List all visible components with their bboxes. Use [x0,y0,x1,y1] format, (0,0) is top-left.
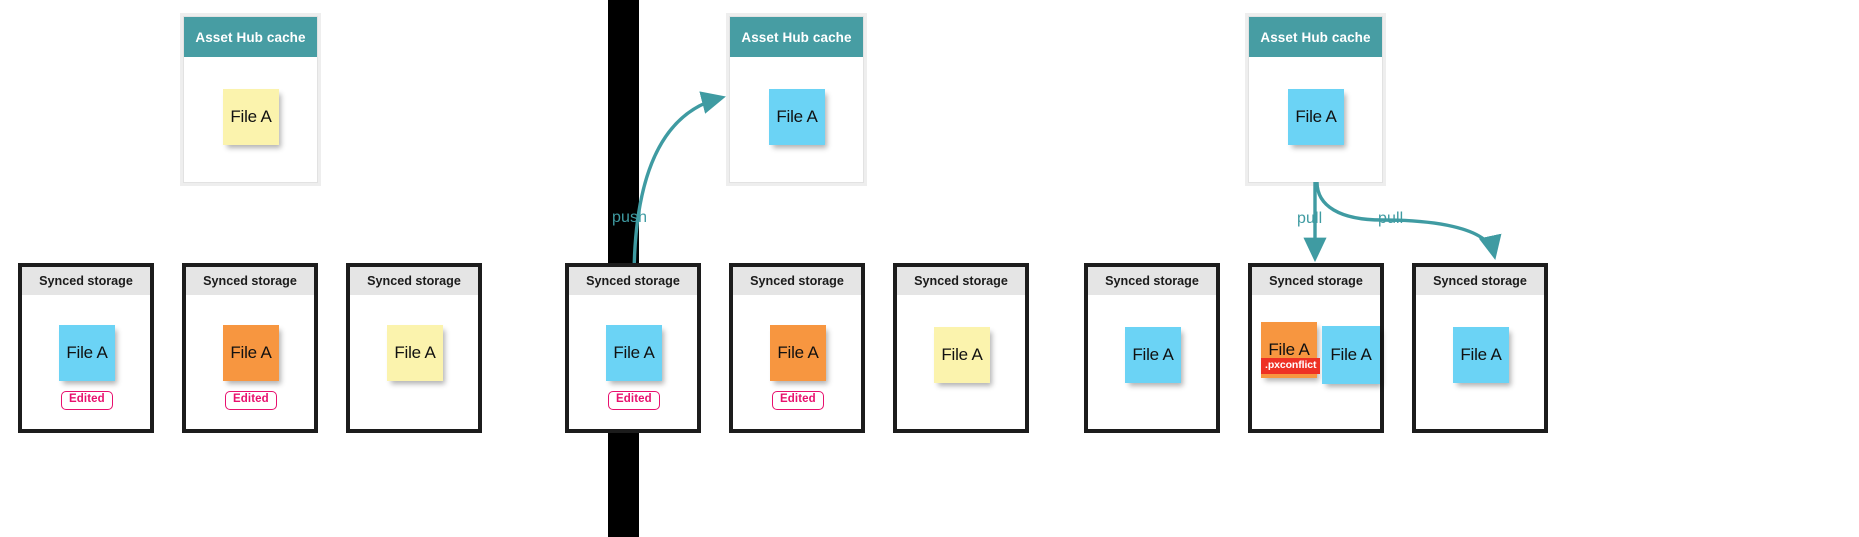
panel-1-store-3-title: Synced storage [350,267,478,295]
panel-1-store-2-title: Synced storage [186,267,314,295]
panel-2-store-1-title: Synced storage [569,267,697,295]
panel-2-store-2-title: Synced storage [733,267,861,295]
panel-2-hub-body: File A [730,57,863,183]
panel-1-synced-storage-2: Synced storage File A Edited [182,263,318,433]
panel-2-store-1-body: File A Edited [569,295,697,429]
panel-3-pull-label-left: pull [1297,210,1323,227]
panel-3-store-1-body: File A [1088,295,1216,429]
panel-2-synced-storage-3: Synced storage File A [893,263,1029,433]
panel-1-synced-storage-3: Synced storage File A [346,263,482,433]
panel-3-store-3-body: File A [1416,295,1544,429]
panel-2-store-3-title: Synced storage [897,267,1025,295]
panel-1-store-2-note-file-a[interactable]: File A [223,325,279,381]
panel-2-store-2-edited-badge: Edited [772,391,824,410]
panel-3-asset-hub-cache: Asset Hub cache File A [1248,16,1383,183]
panel-1-asset-hub-cache: Asset Hub cache File A [183,16,318,183]
panel-1-synced-storage-1: Synced storage File A Edited [18,263,154,433]
panel-2-store-1-edited-badge: Edited [608,391,660,410]
panel-1-hub-title: Asset Hub cache [184,17,317,57]
panel-2-synced-storage-2: Synced storage File A Edited [729,263,865,433]
panel-1-store-1-note-file-a[interactable]: File A [59,325,115,381]
panel-2-store-2-note-file-a[interactable]: File A [770,325,826,381]
panel-1-store-1-body: File A Edited [22,295,150,429]
panel-2-store-1-note-file-a[interactable]: File A [606,325,662,381]
panel-3-store-3-title: Synced storage [1416,267,1544,295]
panel-3-pull-arrow-right [1315,181,1502,260]
panel-3-hub-body: File A [1249,57,1382,183]
panel-2-store-2-body: File A Edited [733,295,861,429]
panel-2-hub-title: Asset Hub cache [730,17,863,57]
panel-3-pull-label-right: pull [1378,210,1404,227]
panel-2-synced-storage-1: Synced storage File A Edited [565,263,701,433]
panel-3-store-2-title: Synced storage [1252,267,1380,295]
panel-3-hub-title: Asset Hub cache [1249,17,1382,57]
panel-1-store-1-title: Synced storage [22,267,150,295]
panel-1-hub-note-file-a[interactable]: File A [223,89,279,145]
panel-1-store-2-edited-badge: Edited [225,391,277,410]
panel-3-synced-storage-1: Synced storage File A [1084,263,1220,433]
panel-2-store-3-body: File A [897,295,1025,429]
panel-3-store-1-title: Synced storage [1088,267,1216,295]
panel-1-store-1-edited-badge: Edited [61,391,113,410]
panel-1-store-2-body: File A Edited [186,295,314,429]
panel-3-synced-storage-2: Synced storage File A .pxconflict File A [1248,263,1384,433]
panel-3-store-2-body: File A .pxconflict File A [1252,295,1380,429]
panel-2-asset-hub-cache: Asset Hub cache File A [729,16,864,183]
panel-2-store-3-note-file-a[interactable]: File A [934,327,990,383]
panel-1-store-3-body: File A [350,295,478,429]
panel-3-store-2-note-file-a[interactable]: File A [1322,326,1380,384]
panel-3-synced-storage-3: Synced storage File A [1412,263,1548,433]
panel-2-hub-note-file-a[interactable]: File A [769,89,825,145]
panel-3-store-3-note-file-a[interactable]: File A [1453,327,1509,383]
panel-3-store-1-note-file-a[interactable]: File A [1125,327,1181,383]
panel-1-store-3-note-file-a[interactable]: File A [387,325,443,381]
panel-3-hub-note-file-a[interactable]: File A [1288,89,1344,145]
panel-2-push-label: push [612,209,648,226]
panel-3-store-2-pxconflict-badge: .pxconflict [1261,358,1321,374]
panel-1-hub-body: File A [184,57,317,183]
